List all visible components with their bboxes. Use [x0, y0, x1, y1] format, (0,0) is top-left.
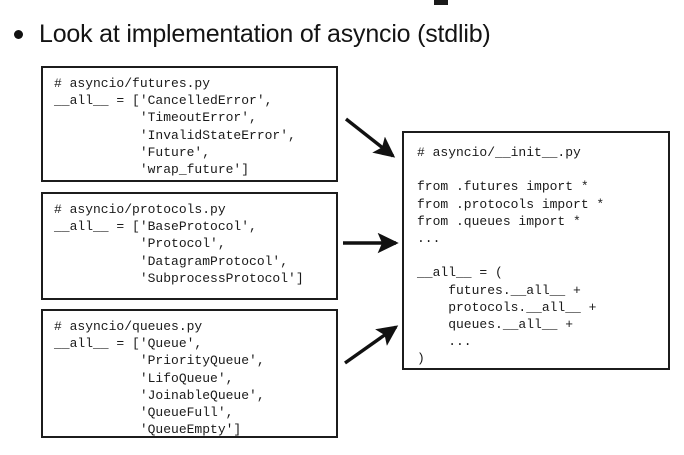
code-box-queues: # asyncio/queues.py __all__ = ['Queue', …	[41, 309, 338, 438]
code-text-futures: # asyncio/futures.py __all__ = ['Cancell…	[54, 76, 296, 178]
arrow-futures-to-init	[344, 117, 396, 158]
code-text-queues: # asyncio/queues.py __all__ = ['Queue', …	[54, 319, 265, 438]
arrow-queues-to-init	[344, 325, 399, 365]
bullet-line: Look at implementation of asyncio (stdli…	[14, 16, 654, 52]
cut-off-title-sliver	[434, 0, 448, 5]
code-text-init: # asyncio/__init__.py from .futures impo…	[417, 145, 605, 367]
bullet-dot-icon	[14, 29, 23, 39]
code-box-protocols: # asyncio/protocols.py __all__ = ['BaseP…	[41, 192, 338, 300]
code-text-protocols: # asyncio/protocols.py __all__ = ['BaseP…	[54, 202, 304, 286]
bullet-text: Look at implementation of asyncio (stdli…	[39, 20, 491, 48]
code-box-futures: # asyncio/futures.py __all__ = ['Cancell…	[41, 66, 338, 182]
code-box-init: # asyncio/__init__.py from .futures impo…	[402, 131, 670, 370]
